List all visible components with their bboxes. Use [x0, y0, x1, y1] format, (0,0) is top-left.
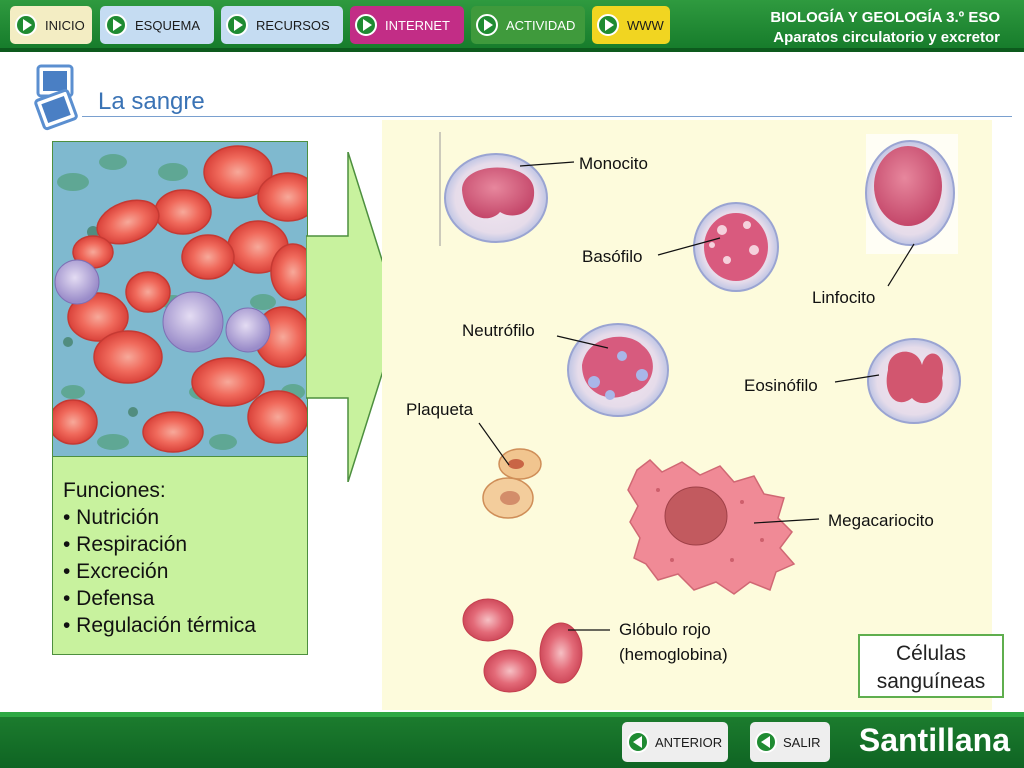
- function-item: • Defensa: [63, 587, 155, 610]
- label-monocito: Monocito: [579, 154, 648, 173]
- play-icon: [476, 14, 498, 36]
- bottom-bar-stripe: [0, 712, 1024, 717]
- nav-button-recursos[interactable]: RECURSOS: [221, 6, 343, 44]
- play-icon: [597, 14, 619, 36]
- function-item: • Excreción: [63, 560, 169, 583]
- caption-line-1: Células: [895, 642, 967, 665]
- basophil-cell: [693, 202, 779, 292]
- course-subject: BIOLOGÍA Y GEOLOGÍA 3.º ESO: [770, 9, 1000, 26]
- monocyte-cell: [444, 153, 548, 243]
- slides-icon: [34, 64, 78, 131]
- play-icon: [226, 14, 248, 36]
- blood-micrograph-drawing: [53, 142, 307, 456]
- exit-label: SALIR: [783, 734, 821, 750]
- page-title: La sangre: [98, 88, 205, 115]
- label-basofilo: Basófilo: [582, 247, 643, 266]
- previous-label: ANTERIOR: [655, 734, 723, 750]
- bottom-bar: [0, 712, 1024, 768]
- nav-label: ESQUEMA: [135, 17, 201, 33]
- course-unit: Aparatos circulatorio y excretor: [773, 29, 1000, 46]
- expand-arrow-icon: [306, 152, 401, 482]
- top-bar-stripe: [0, 48, 1024, 52]
- label-hemoglobina: (hemoglobina): [619, 645, 728, 664]
- brand-logo: Santillana: [858, 722, 1010, 758]
- functions-box: Funciones: • Nutrición • Respiración • E…: [52, 456, 308, 655]
- function-item: • Nutrición: [63, 506, 160, 529]
- nav-button-esquema[interactable]: ESQUEMA: [100, 6, 214, 44]
- nav-label: INTERNET: [385, 17, 450, 33]
- play-icon: [15, 14, 37, 36]
- caption-line-2: sanguíneas: [876, 670, 986, 693]
- functions-heading: Funciones:: [63, 479, 166, 502]
- label-megacariocito: Megacariocito: [828, 511, 934, 530]
- exit-button[interactable]: SALIR: [750, 722, 830, 762]
- blood-cells-panel: Monocito Basófilo Linfocito Neutrófilo E…: [382, 120, 992, 710]
- nav-label: ACTIVIDAD: [506, 17, 576, 33]
- back-icon: [755, 731, 777, 753]
- function-item: • Respiración: [63, 533, 188, 556]
- eosinophil-cell: [867, 338, 961, 424]
- red-blood-cells: [462, 598, 583, 693]
- back-icon: [627, 731, 649, 753]
- play-icon: [105, 14, 127, 36]
- label-neutrofilo: Neutrófilo: [462, 321, 535, 340]
- label-linfocito: Linfocito: [812, 288, 876, 307]
- nav-label: INICIO: [45, 17, 85, 33]
- platelet-cells: [482, 448, 542, 519]
- course-title: BIOLOGÍA Y GEOLOGÍA 3.º ESO Aparatos cir…: [770, 8, 1000, 48]
- neutrophil-cell: [567, 323, 669, 417]
- previous-button[interactable]: ANTERIOR: [622, 722, 728, 762]
- function-item: • Regulación térmica: [63, 614, 256, 637]
- label-plaqueta: Plaqueta: [406, 400, 474, 419]
- label-eosinofilo: Eosinófilo: [744, 376, 818, 395]
- functions-list: • Nutrición • Respiración • Excreción • …: [63, 504, 307, 639]
- nav-label: RECURSOS: [256, 17, 330, 33]
- nav-button-inicio[interactable]: INICIO: [10, 6, 92, 44]
- nav-button-actividad[interactable]: ACTIVIDAD: [471, 6, 585, 44]
- lymphocyte-cell: [865, 134, 958, 254]
- play-icon: [355, 14, 377, 36]
- nav-button-internet[interactable]: INTERNET: [350, 6, 464, 44]
- megakaryocyte-cell: [627, 459, 796, 595]
- label-globulo-rojo: Glóbulo rojo: [619, 620, 711, 639]
- nav-button-www[interactable]: WWW: [592, 6, 670, 44]
- blood-micrograph-image: [52, 141, 308, 457]
- title-divider: [82, 116, 1012, 117]
- nav-label: WWW: [627, 17, 664, 33]
- blood-cells-drawing: [439, 132, 961, 693]
- caption-box: Células sanguíneas: [858, 634, 1004, 698]
